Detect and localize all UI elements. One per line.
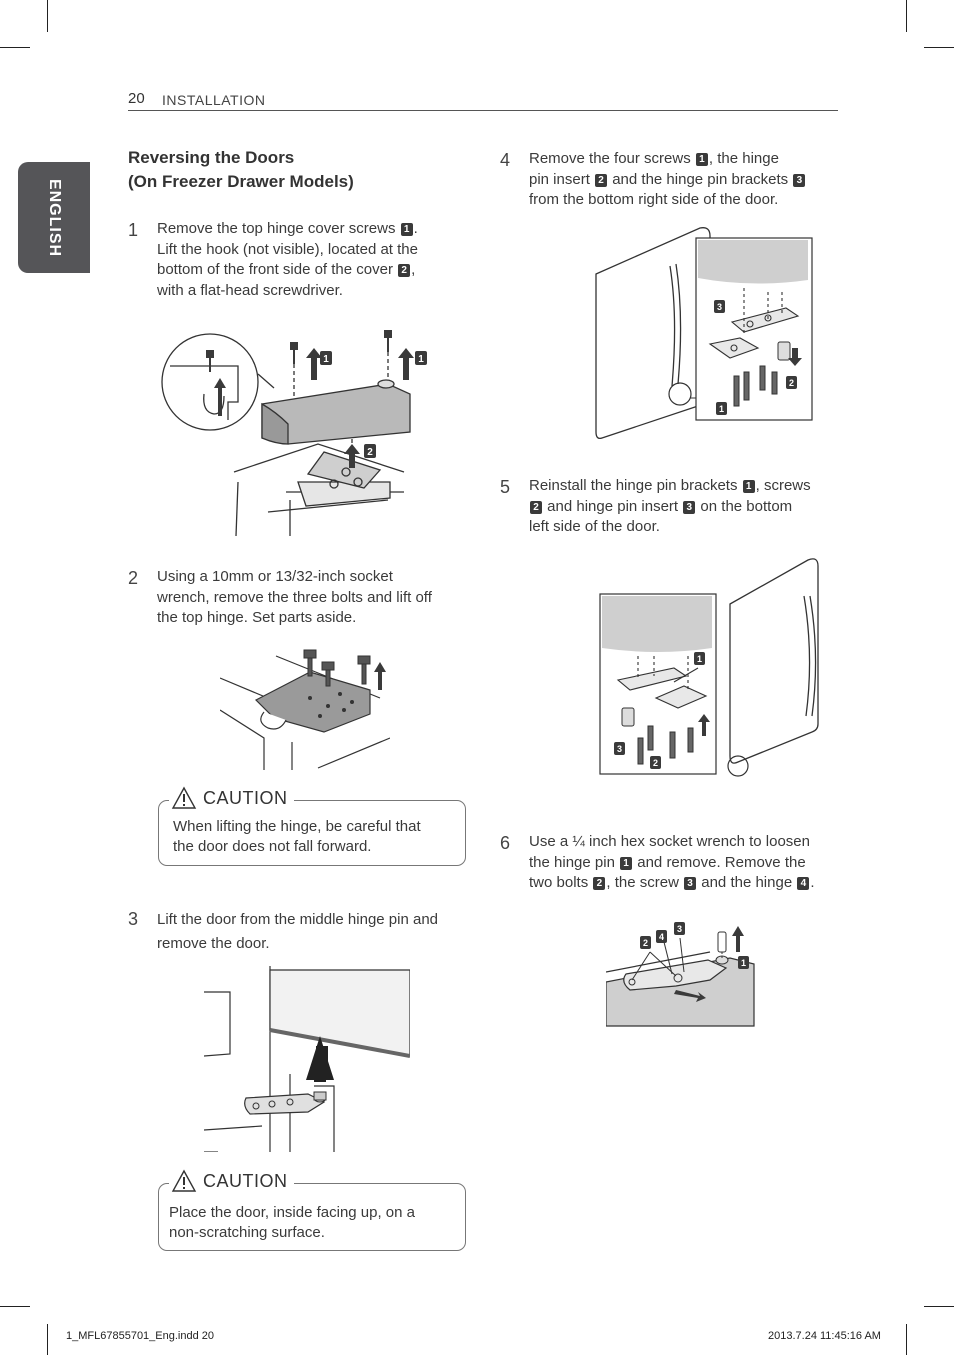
step-6-text: Use a ¼ inch hex socket wrench to loosen… xyxy=(529,833,815,891)
caution-box-1: CAUTION When lifting the hinge, be caref… xyxy=(158,786,466,866)
footer-file-name: 1_MFL67855701_Eng.indd 20 xyxy=(66,1330,215,1342)
step-2-number: 2 xyxy=(128,568,139,588)
svg-text:2: 2 xyxy=(643,938,648,948)
svg-text:2: 2 xyxy=(653,758,658,768)
svg-text:1: 1 xyxy=(741,958,746,968)
svg-text:1: 1 xyxy=(719,404,724,414)
step-4-text: Remove the four screws 1, the hinge pin … xyxy=(529,149,849,211)
warning-icon xyxy=(171,786,197,809)
svg-text:4: 4 xyxy=(659,932,664,942)
step-6-number: 6 xyxy=(500,833,511,853)
svg-text:2: 2 xyxy=(789,378,794,388)
page-title: Reversing the Doors (On Freezer Drawer M… xyxy=(128,146,354,194)
crop-mark xyxy=(47,1324,48,1355)
step-5-number: 5 xyxy=(500,477,511,497)
step-4-number: 4 xyxy=(500,150,511,170)
caution-label: CAUTION xyxy=(203,787,288,808)
figure-top-hinge-cover: 1 2 xyxy=(161,330,414,536)
callout-2: 2 xyxy=(367,447,373,458)
crop-mark xyxy=(924,1306,954,1307)
callout-1: 1 xyxy=(323,354,329,365)
caution-header: CAUTION xyxy=(169,786,294,810)
crop-mark xyxy=(906,1324,907,1355)
svg-text:3: 3 xyxy=(617,744,622,754)
caution-label: CAUTION xyxy=(203,1170,288,1191)
svg-text:1: 1 xyxy=(418,354,424,365)
section-title: INSTALLATION xyxy=(162,92,266,108)
svg-text:1: 1 xyxy=(697,654,702,664)
caution-text: Place the door, inside facing up, on a n… xyxy=(169,1204,416,1241)
step-2-text: Using a 10mm or 13/32-inch socket wrench… xyxy=(157,568,432,626)
step-1-text: Remove the top hinge cover screws 1. Lif… xyxy=(157,220,418,299)
caution-text: When lifting the hinge, be careful that … xyxy=(173,818,421,855)
step-3-number: 3 xyxy=(128,909,139,929)
crop-mark xyxy=(0,1306,30,1307)
warning-icon xyxy=(171,1169,197,1192)
step-5-text: Reinstall the hinge pin brackets 1, scre… xyxy=(529,477,811,535)
crop-mark xyxy=(924,47,954,48)
figure-reinstall-bottom-left: 1 3 2 xyxy=(599,558,819,777)
page-number: 20 xyxy=(128,90,145,107)
caution-box-2: CAUTION Place the door, inside facing up… xyxy=(158,1169,466,1251)
title-line-1: Reversing the Doors xyxy=(128,148,295,167)
figure-top-hinge-bolts xyxy=(220,649,390,770)
svg-text:3: 3 xyxy=(677,924,682,934)
title-line-2: (On Freezer Drawer Models) xyxy=(128,172,354,191)
language-tab: ENGLISH xyxy=(18,162,90,273)
crop-mark xyxy=(47,0,48,32)
figure-middle-hinge: 2 4 3 1 xyxy=(606,922,755,1027)
language-label: ENGLISH xyxy=(46,178,63,257)
page-header: 20 INSTALLATION xyxy=(128,88,838,111)
crop-mark xyxy=(906,0,907,32)
caution-header: CAUTION xyxy=(169,1169,294,1193)
step-3-text: Lift the door from the middle hinge pin … xyxy=(157,911,439,952)
svg-text:3: 3 xyxy=(717,302,722,312)
crop-mark xyxy=(0,47,30,48)
figure-remove-bottom-right: 3 2 1 xyxy=(595,227,813,440)
step-1-number: 1 xyxy=(128,220,139,240)
footer-timestamp: 2013.7.24 11:45:16 AM xyxy=(768,1330,881,1342)
figure-lift-door xyxy=(204,966,410,1152)
figure-callout-extra: 1 xyxy=(415,351,427,365)
